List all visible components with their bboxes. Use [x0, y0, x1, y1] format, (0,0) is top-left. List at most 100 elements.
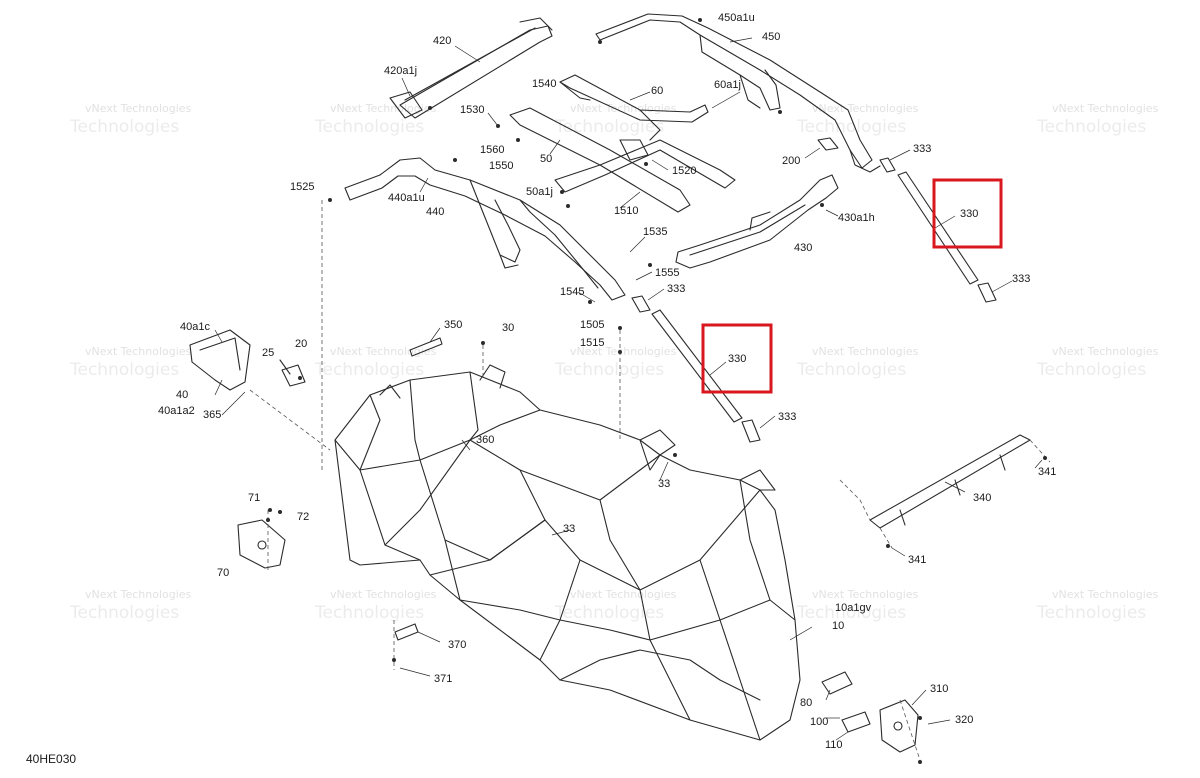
label-341-left: 341	[908, 554, 926, 566]
part-labels: 420 420a1j 450a1u 450 1540 60 60a1j 1530…	[158, 12, 1056, 751]
label-70: 70	[217, 567, 229, 579]
label-40: 40	[176, 389, 188, 401]
part-310-mount	[879, 699, 919, 753]
watermark: vNext Technologies	[1052, 345, 1159, 358]
label-40a1a2: 40a1a2	[158, 405, 195, 417]
label-365: 365	[203, 409, 221, 421]
watermark: Technologies	[554, 117, 664, 137]
watermark: Technologies	[1036, 360, 1146, 380]
watermark: Technologies	[314, 360, 424, 380]
part-80-bracket	[821, 671, 853, 695]
label-371: 371	[434, 673, 452, 685]
label-200: 200	[782, 155, 800, 167]
label-360: 360	[476, 434, 494, 446]
label-30: 30	[502, 322, 514, 334]
part-440-roll-cage	[344, 157, 626, 301]
label-1550: 1550	[489, 160, 513, 172]
part-50-crossbar	[509, 107, 736, 213]
label-440: 440	[426, 206, 444, 218]
watermark: vNext Technologies	[1052, 102, 1159, 115]
label-450: 450	[762, 31, 780, 43]
part-450-roll-bar	[595, 13, 881, 173]
label-60a1j: 60a1j	[714, 79, 741, 91]
watermark: Technologies	[314, 117, 424, 137]
label-10a1gv: 10a1gv	[835, 602, 872, 614]
label-420: 420	[433, 35, 451, 47]
fastener-dots	[266, 18, 1047, 764]
label-80: 80	[800, 697, 812, 709]
watermark: Technologies	[69, 117, 179, 137]
watermark: Technologies	[554, 603, 664, 623]
label-33-upper: 33	[658, 478, 670, 490]
watermark: Technologies	[796, 360, 906, 380]
watermark: Technologies	[554, 360, 664, 380]
label-333-top: 333	[913, 143, 931, 155]
watermark: Technologies	[314, 603, 424, 623]
watermark: vNext Technologies	[85, 345, 192, 358]
label-310: 310	[930, 683, 948, 695]
part-370-bracket	[394, 623, 419, 641]
watermark: Technologies	[796, 603, 906, 623]
watermark: vNext Technologies	[812, 588, 919, 601]
label-430: 430	[794, 242, 812, 254]
leader-dashes	[249, 200, 1051, 761]
label-1525: 1525	[290, 181, 314, 193]
watermark: vNext Technologies	[85, 588, 192, 601]
watermark: Technologies	[1036, 603, 1146, 623]
part-430-dash-bar	[675, 174, 839, 269]
label-25: 25	[262, 347, 274, 359]
label-100: 100	[810, 716, 828, 728]
watermark: vNext Technologies	[330, 102, 437, 115]
watermark: vNext Technologies	[330, 588, 437, 601]
part-330-strut-middle	[631, 295, 761, 443]
label-430a1h: 430a1h	[838, 212, 875, 224]
label-340: 340	[973, 492, 991, 504]
label-1560: 1560	[480, 144, 504, 156]
label-1535: 1535	[643, 226, 667, 238]
label-1540: 1540	[532, 78, 556, 90]
part-70-mount	[237, 519, 286, 569]
label-440a1u: 440a1u	[388, 192, 425, 204]
label-333-mid-bottom: 333	[778, 411, 796, 423]
watermark: vNext Technologies	[812, 102, 919, 115]
label-450a1u: 450a1u	[718, 12, 755, 24]
part-340-tube	[869, 434, 1031, 529]
label-50: 50	[540, 153, 552, 165]
watermark: vNext Technologies	[330, 345, 437, 358]
label-72: 72	[297, 511, 309, 523]
highlight-box-330-middle	[701, 323, 773, 394]
watermark: vNext Technologies	[85, 102, 192, 115]
label-1530: 1530	[460, 104, 484, 116]
label-40a1c: 40a1c	[180, 321, 210, 333]
label-370: 370	[448, 639, 466, 651]
watermark: Technologies	[69, 603, 179, 623]
label-333-mid-top: 333	[667, 283, 685, 295]
watermark: Technologies	[1036, 117, 1146, 137]
label-420a1j: 420a1j	[384, 65, 417, 77]
watermark: Technologies	[796, 117, 906, 137]
part-420-crossbar	[389, 17, 553, 119]
label-1510: 1510	[614, 205, 638, 217]
label-33-lower: 33	[563, 523, 575, 535]
part-110-bracket	[841, 711, 871, 733]
leader-lines	[214, 37, 1043, 741]
highlight-box-330-right	[932, 178, 1003, 249]
watermark: vNext Technologies	[570, 345, 677, 358]
part-40-bracket	[189, 329, 306, 391]
label-330-middle: 330	[728, 353, 746, 365]
watermark: Technologies	[69, 360, 179, 380]
label-50a1j: 50a1j	[526, 186, 553, 198]
label-10: 10	[832, 620, 844, 632]
label-1545: 1545	[560, 286, 584, 298]
label-60: 60	[651, 85, 663, 97]
label-341-right: 341	[1038, 466, 1056, 478]
label-1555: 1555	[655, 267, 679, 279]
label-71: 71	[248, 492, 260, 504]
watermark: vNext Technologies	[812, 345, 919, 358]
label-350: 350	[444, 319, 462, 331]
label-320: 320	[955, 714, 973, 726]
part-200	[817, 137, 839, 151]
label-330-right: 330	[960, 208, 978, 220]
label-1505: 1505	[580, 319, 604, 331]
